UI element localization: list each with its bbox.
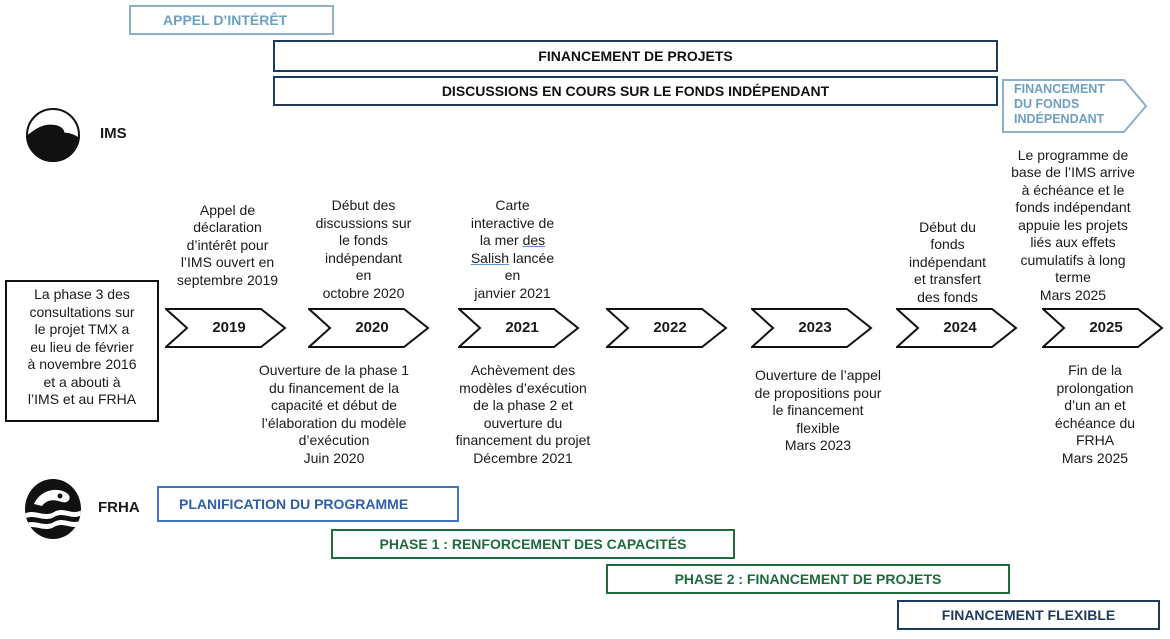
- note-above-2021: Carte interactive de la mer des Salish l…: [440, 190, 585, 302]
- planification-label: PLANIFICATION DU PROGRAMME: [179, 496, 409, 512]
- financement-flexible-bar: FINANCEMENT FLEXIBLE: [897, 600, 1160, 630]
- ims-logo-icon: [25, 107, 81, 163]
- discussions-label: DISCUSSIONS EN COURS SUR LE FONDS INDÉPE…: [441, 83, 830, 99]
- year-2020-label: 2020: [355, 319, 389, 336]
- chevron-2020: 2020: [308, 308, 430, 348]
- year-2021-label: 2021: [505, 319, 539, 336]
- note-above-2024: Début du fonds indépendant et transfert …: [880, 200, 1015, 306]
- note-below-2025: Fin de la prolongation d’un an et échéan…: [1054, 362, 1136, 466]
- note-below-2021: Achèvement des modèles d’exécution de la…: [455, 362, 591, 466]
- note-above-2020: Début des discussions sur le fonds indép…: [296, 190, 431, 302]
- phase1-bar: PHASE 1 : RENFORCEMENT DES CAPACITÉS: [331, 529, 735, 559]
- appel-interet-bar: APPEL D’INTÉRÊT: [129, 5, 334, 35]
- chevron-2025: 2025: [1042, 308, 1164, 348]
- fonds-independant-label: FINANCEMENT DU FONDS INDÉPENDANT: [1014, 82, 1105, 126]
- phase2-label: PHASE 2 : FINANCEMENT DE PROJETS: [674, 571, 942, 587]
- year-2024-label: 2024: [943, 319, 977, 336]
- financement-projets-label: FINANCEMENT DE PROJETS: [538, 48, 733, 64]
- note-below-2020: Ouverture de la phase 1 du financement d…: [258, 362, 410, 466]
- year-2019-label: 2019: [212, 319, 246, 336]
- phase2-bar: PHASE 2 : FINANCEMENT DE PROJETS: [606, 564, 1010, 594]
- chevron-2021: 2021: [458, 308, 580, 348]
- discussions-bar: DISCUSSIONS EN COURS SUR LE FONDS INDÉPE…: [273, 76, 998, 106]
- note-above-2021-text: Carte interactive de la mer des Salish l…: [440, 197, 585, 302]
- financement-flexible-label: FINANCEMENT FLEXIBLE: [941, 607, 1116, 623]
- salish-link[interactable]: des Salish: [470, 232, 546, 266]
- year-2022-label: 2022: [653, 319, 687, 336]
- note-above-2019: Appel de déclaration d’intérêt pour l’IM…: [160, 195, 295, 289]
- frha-label: FRHA: [98, 499, 140, 516]
- year-2023-label: 2023: [798, 319, 832, 336]
- note-above-2025-text: Le programme de base de l’IMS arrive à é…: [1011, 146, 1135, 303]
- note-above-2021-part-b: lancée en janvier 2021: [474, 249, 555, 301]
- chevron-2019: 2019: [165, 308, 287, 348]
- note-below-2023: Ouverture de l’appel de propositions pou…: [754, 367, 882, 453]
- ims-label: IMS: [100, 125, 127, 142]
- year-2025-label: 2025: [1089, 319, 1123, 336]
- intro-box: La phase 3 des consultations sur le proj…: [5, 280, 159, 422]
- financement-projets-bar: FINANCEMENT DE PROJETS: [273, 40, 998, 72]
- note-above-2025: Le programme de base de l’IMS arrive à é…: [993, 140, 1153, 304]
- note-above-2019-text: Appel de déclaration d’intérêt pour l’IM…: [176, 201, 279, 288]
- chevron-2024: 2024: [896, 308, 1018, 348]
- note-above-2020-text: Début des discussions sur le fonds indép…: [315, 197, 412, 301]
- planification-bar: PLANIFICATION DU PROGRAMME: [157, 486, 459, 522]
- note-above-2024-text: Début du fonds indépendant et transfert …: [908, 218, 987, 305]
- chevron-2022: 2022: [606, 308, 728, 348]
- fonds-independant-arrow: FINANCEMENT DU FONDS INDÉPENDANT: [1002, 79, 1148, 133]
- frha-logo-icon: [24, 478, 82, 540]
- appel-interet-label: APPEL D’INTÉRÊT: [163, 12, 288, 28]
- chevron-2023: 2023: [751, 308, 873, 348]
- phase1-label: PHASE 1 : RENFORCEMENT DES CAPACITÉS: [379, 536, 687, 552]
- note-above-2021-part-a: Carte interactive de la mer: [470, 197, 555, 248]
- arrow-shape: [1002, 79, 1148, 133]
